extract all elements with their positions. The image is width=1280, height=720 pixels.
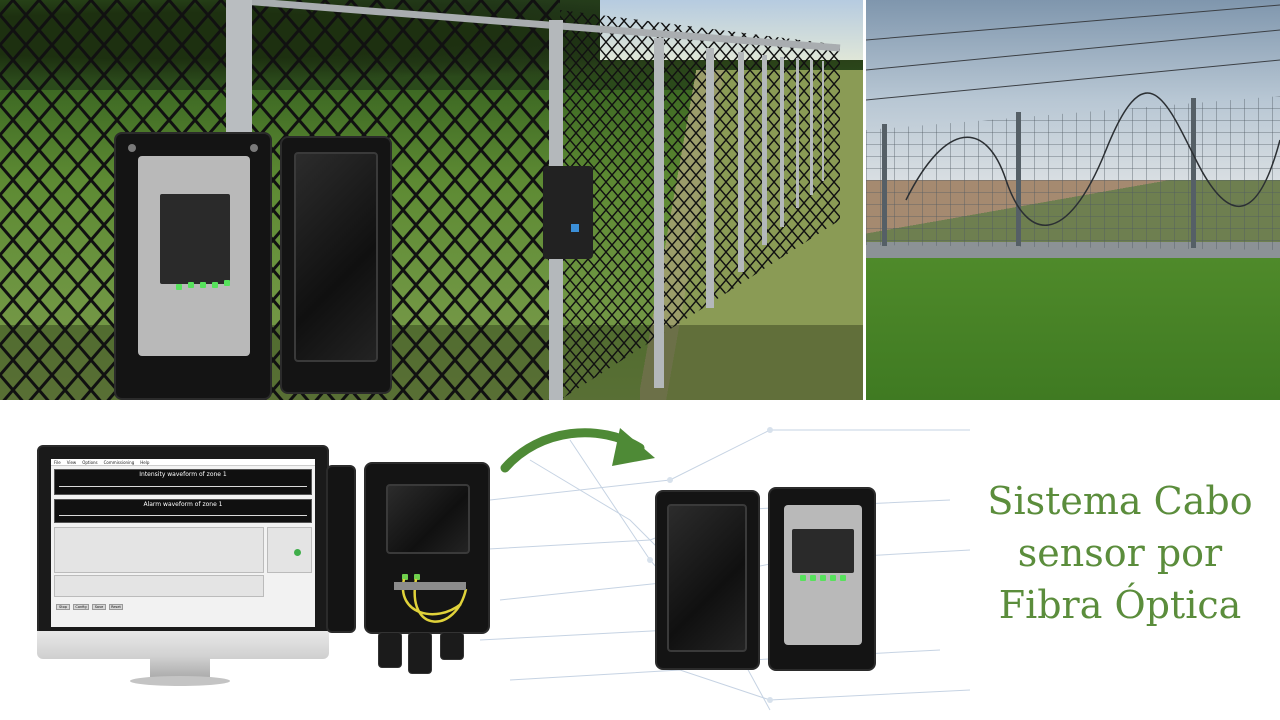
wire-fence-mesh [866, 4, 1280, 250]
intensity-waveform: Intensity waveform of zone 1 [54, 469, 312, 495]
photo-chainlink-fence [0, 0, 863, 400]
menu-commissioning[interactable]: Commissioning [103, 460, 135, 465]
menu-help[interactable]: Help [140, 460, 150, 465]
adapter-led-5 [840, 575, 846, 581]
alarm-waveform-title: Alarm waveform of zone 1 [143, 501, 223, 508]
alarm-waveform: Alarm waveform of zone 1 [54, 499, 312, 523]
adapter-plate [160, 194, 230, 284]
cable-gland [378, 632, 402, 668]
cable-gland [408, 632, 432, 674]
stop-button[interactable]: Stop [56, 604, 70, 610]
adapter-green [414, 574, 420, 580]
adapter-led-3 [200, 282, 206, 288]
save-button[interactable]: Save [92, 604, 106, 610]
title-line-2: sensor por [1017, 531, 1223, 575]
adapter-led-4 [830, 575, 836, 581]
monitor-chin [37, 631, 329, 659]
adapter-led-4 [212, 282, 218, 288]
monitor-stand [150, 657, 210, 679]
processing-panel [54, 575, 264, 597]
screw [128, 144, 136, 152]
screw [250, 144, 258, 152]
flow-arrow [500, 428, 655, 473]
reset-button[interactable]: Reset [109, 604, 123, 610]
lid-window [294, 152, 378, 362]
menu-bar: File View Options Commissioning Help [51, 459, 315, 466]
cable-gland [440, 632, 464, 660]
enclosure-open-right [768, 487, 876, 671]
lawn [866, 258, 1280, 400]
lid-window [667, 504, 747, 652]
enclosure-with-fibers [364, 462, 490, 634]
menu-view[interactable]: View [66, 460, 77, 465]
title-block: Sistema Cabo sensor por Fibra Óptica [960, 475, 1280, 631]
menu-file[interactable]: File [54, 460, 61, 465]
enclosure-window [386, 484, 470, 554]
title-line-1: Sistema Cabo [987, 479, 1253, 523]
monitor: File View Options Commissioning Help Int… [37, 445, 329, 659]
monitor-base [130, 676, 230, 686]
enclosure-open-tray [114, 132, 272, 400]
yellow-fiber-cables [394, 578, 468, 623]
menu-options[interactable]: Options [82, 460, 98, 465]
waveform-trace [59, 515, 307, 516]
status-indicator [294, 549, 301, 556]
adapter-led-2 [810, 575, 816, 581]
adapter-led-2 [188, 282, 194, 288]
enclosure-lid [280, 136, 392, 394]
enclosure-lid-side [326, 465, 356, 633]
adapter-led-5 [224, 280, 230, 286]
adapter-led-1 [800, 575, 806, 581]
adapter-led-1 [176, 284, 182, 290]
monitoring-software-screen: File View Options Commissioning Help Int… [51, 459, 315, 627]
adapter-green [402, 574, 408, 580]
adapter-led-3 [820, 575, 826, 581]
adapter-plate [792, 529, 854, 573]
photo-wire-fence [866, 0, 1280, 400]
config-button[interactable]: Config [73, 604, 89, 610]
intensity-waveform-title: Intensity waveform of zone 1 [139, 471, 227, 478]
enclosure-lid-right [655, 490, 760, 670]
waveform-trace [59, 486, 307, 487]
settings-panel [54, 527, 264, 573]
title-line-3: Fibra Óptica [998, 583, 1242, 627]
zone-panel [267, 527, 312, 573]
